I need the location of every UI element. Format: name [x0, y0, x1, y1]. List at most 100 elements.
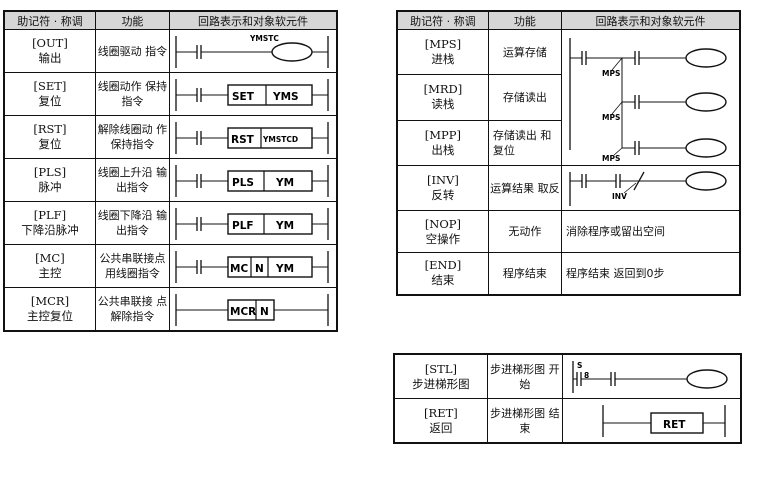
ladder-diagram-mc: MC N YM [175, 251, 329, 283]
header-function: 功能 [94, 10, 170, 30]
mnemonic-code: [STL] [424, 361, 457, 376]
mnemonic-cell: [END] 结束 [396, 252, 489, 295]
function-cell: 线圈下降沿 输出指令 [94, 201, 170, 245]
mnemonic-code: [MC] [35, 251, 65, 265]
mnemonic-name: 复位 [38, 94, 62, 108]
coil-icon [685, 92, 727, 112]
ladder-diagram-plf: PLF YM [175, 208, 329, 240]
description-cell: 程序结束 返回到0步 [560, 252, 741, 295]
ladder-diagram-pls: PLS YM [175, 165, 329, 197]
ladder-diagram-mcr: MCR N [175, 294, 329, 326]
ladder-diagram-out: YMSTC [175, 34, 329, 68]
left-instruction-table: 助记符 · 称调 功能 回路表示和对象软元件 [OUT] 输出 线圈驱动 指令 … [3, 10, 338, 332]
mnemonic-name: 主控复位 [26, 309, 73, 323]
diagram-cell: S 8 [561, 353, 742, 399]
row-mrd: [MRD] 读栈 存储读出 [396, 74, 740, 121]
function-cell: 运算结果 取反 [487, 165, 562, 211]
coil-icon [271, 42, 313, 62]
mnemonic-cell: [SET] 复位 [3, 72, 96, 116]
header-diagram: 回路表示和对象软元件 [168, 10, 338, 30]
function-cell: 程序结束 [487, 252, 562, 295]
instr-label: PLS [232, 177, 254, 189]
operand-label: YMSTC [249, 34, 279, 43]
mnemonic-name: 返回 [429, 420, 453, 435]
mnemonic-name: 反转 [431, 188, 455, 202]
operand-label: YM [275, 177, 294, 189]
mnemonic-code: [PLF] [33, 208, 67, 222]
mnemonic-name: 输出 [38, 51, 62, 65]
mnemonic-code: [END] [424, 258, 462, 273]
coil-icon [685, 171, 727, 191]
mnemonic-name: 出栈 [431, 142, 455, 157]
row-nop: [NOP] 空操作 无动作 消除程序或留出空间 [396, 210, 741, 253]
instr-label: MC [230, 263, 248, 275]
mnemonic-cell: [RST] 复位 [3, 115, 96, 159]
diagram-cell: RET [561, 398, 742, 444]
function-cell: 解除线圈动 作保持指令 [94, 115, 170, 159]
diagram-cell: MCR N [168, 287, 338, 332]
inv-label: INV [612, 192, 627, 201]
mnemonic-cell: [RET] 返回 [393, 398, 488, 444]
row-mcr: [MCR] 主控复位 公共串联接 点解除指令 MCR N [3, 287, 338, 332]
step-label: S [577, 361, 582, 370]
ladder-diagram-stl: S 8 [572, 361, 728, 393]
header-mnemonic: 助记符 · 称调 [3, 10, 96, 30]
instr-label: PLF [232, 220, 254, 232]
mnemonic-name: 结束 [431, 273, 455, 288]
function-cell: 步进梯形图 开始 [486, 353, 563, 399]
function-cell: 公共串联接 点解除指令 [94, 287, 170, 332]
mnemonic-code: [OUT] [32, 36, 68, 50]
row-stl: [STL] 步进梯形图 步进梯形图 开始 S 8 [393, 353, 742, 399]
mnemonic-cell: [MPP] 出栈 [396, 119, 489, 167]
row-set: [SET] 复位 线圈动作 保持指令 SET YMS [3, 72, 338, 116]
mnemonic-name: 主控 [38, 266, 62, 280]
operand-label: YMS [272, 91, 299, 103]
function-cell: 线圈上升沿 输出指令 [94, 158, 170, 202]
mnemonic-code: [INV] [426, 173, 459, 187]
stack-label: MPS [602, 69, 620, 78]
mnemonic-name: 读栈 [431, 97, 455, 112]
right-instruction-table: 助记符 · 称调 功能 回路表示和对象软元件 [MPS] 进栈 运算存储 [396, 10, 741, 296]
mnemonic-cell: [NOP] 空操作 [396, 210, 489, 253]
nest-label: N [255, 263, 264, 275]
diagram-cell: MC N YM [168, 244, 338, 288]
step-number: 8 [584, 371, 589, 380]
mnemonic-code: [RET] [424, 405, 458, 420]
function-cell: 无动作 [487, 210, 562, 253]
mnemonic-name: 脉冲 [38, 180, 62, 194]
mnemonic-name: 空操作 [425, 231, 461, 246]
mnemonic-code: [PLS] [33, 165, 67, 179]
diagram-cell: YMSTC [168, 29, 338, 73]
row-mc: [MC] 主控 公共串联接点 用线圈指令 MC N YM [3, 244, 338, 288]
coil-icon [685, 48, 727, 68]
ladder-diagram-set: SET YMS [175, 79, 329, 111]
mnemonic-name: 复位 [38, 137, 62, 151]
mnemonic-cell: [MCR] 主控复位 [3, 287, 96, 332]
function-cell: 公共串联接点 用线圈指令 [94, 244, 170, 288]
mnemonic-code: [MPP] [424, 127, 462, 142]
ladder-diagram-rst: RST YMSTCD [175, 122, 329, 154]
ladder-diagram-stack: MPS MPS MPS [569, 38, 727, 163]
step-ladder-table: [STL] 步进梯形图 步进梯形图 开始 S 8 [RET] 返回 [393, 353, 742, 444]
function-cell: 存储读出 和复位 [487, 119, 562, 167]
function-cell: 存储读出 [487, 74, 562, 121]
diagram-cell: SET YMS [168, 72, 338, 116]
diagram-cell: PLF YM [168, 201, 338, 245]
row-mpp: [MPP] 出栈 存储读出 和复位 [396, 119, 740, 167]
stack-label: MPS [602, 154, 620, 163]
diagram-cell-stack: MPS MPS MPS [560, 29, 741, 166]
function-cell: 运算存储 [487, 28, 562, 76]
mnemonic-cell: [MRD] 读栈 [396, 74, 489, 121]
row-inv: [INV] 反转 运算结果 取反 INV [396, 165, 741, 211]
mnemonic-code: [RST] [33, 122, 67, 136]
mnemonic-name: 步进梯形图 [412, 376, 470, 391]
ladder-diagram-ret: RET [602, 405, 726, 437]
header-diagram: 回路表示和对象软元件 [560, 10, 741, 30]
mnemonic-name: 下降沿脉冲 [21, 223, 79, 237]
mnemonic-cell: [MC] 主控 [3, 244, 96, 288]
row-out: [OUT] 输出 线圈驱动 指令 YMSTC [3, 29, 338, 73]
diagram-cell: INV [560, 165, 741, 211]
mnemonic-name: 进栈 [431, 52, 455, 67]
mnemonic-code: [NOP] [424, 216, 462, 231]
function-cell: 步进梯形图 结束 [486, 398, 563, 444]
